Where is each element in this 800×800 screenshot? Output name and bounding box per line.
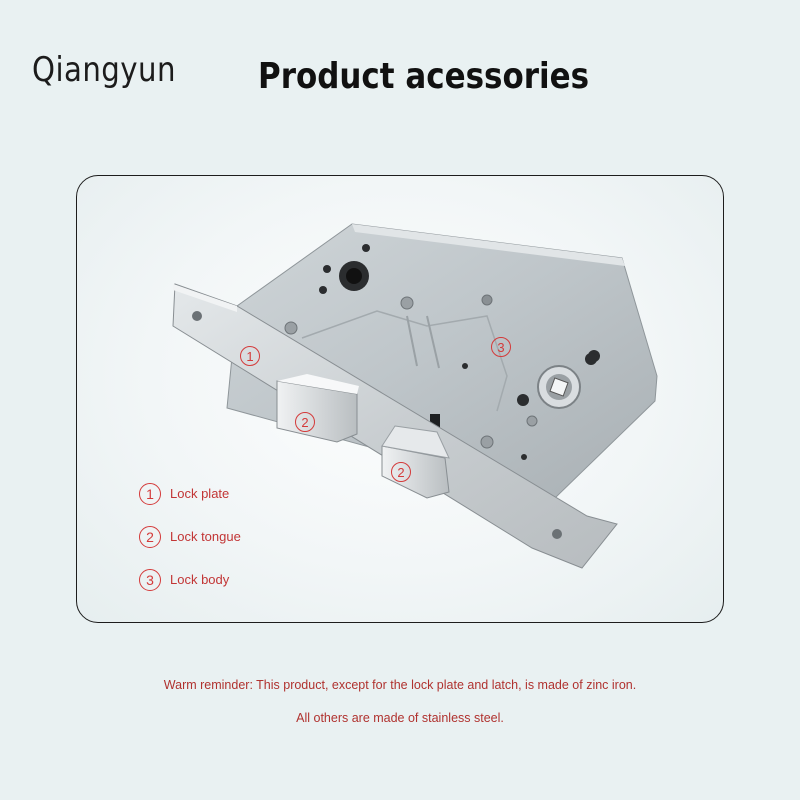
legend: 1 Lock plate 2 Lock tongue 3 Lock body [139,472,241,601]
legend-label: Lock plate [170,486,230,501]
legend-number: 1 [139,482,161,505]
legend-number: 2 [139,525,161,548]
legend-item-lock-tongue: 2 Lock tongue [139,515,241,558]
legend-label: Lock body [170,572,230,587]
marker-lock-body: 3 [491,337,511,357]
legend-item-lock-plate: 1 Lock plate [139,472,241,515]
legend-item-lock-body: 3 Lock body [139,558,241,601]
marker-lock-tongue-2: 2 [391,462,411,482]
warm-reminder-line-1: Warm reminder: This product, except for … [163,678,637,692]
latch-shape [381,445,450,499]
page-title: Product acessories [258,56,590,97]
brand-logo: Qiangyun [32,50,176,90]
lock-mortise-image [172,223,658,569]
legend-number: 3 [139,568,161,591]
legend-label: Lock tongue [170,529,241,544]
marker-lock-plate: 1 [240,346,260,366]
product-card: 1 2 2 3 1 Lock plate 2 Lock tongue 3 Loc… [76,175,724,623]
marker-lock-tongue-1: 2 [295,412,315,432]
warm-reminder-line-2: All others are made of stainless steel. [296,711,504,725]
